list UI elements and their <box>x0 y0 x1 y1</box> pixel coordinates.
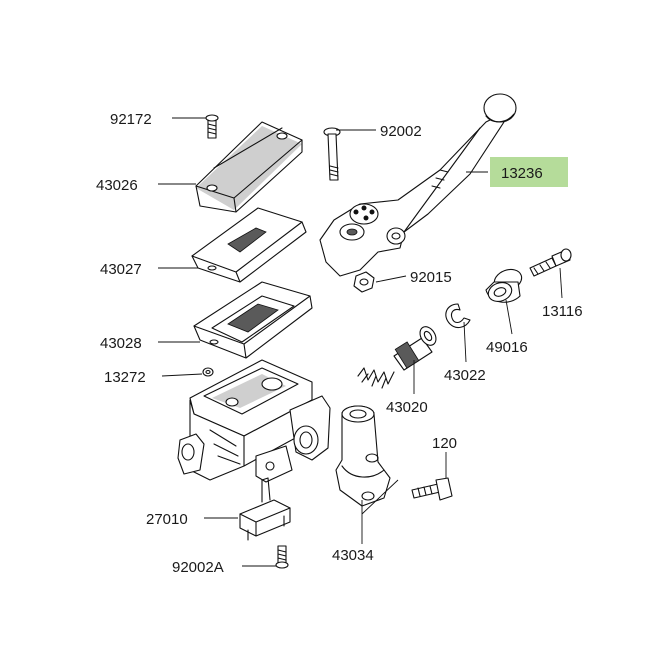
brake-lever <box>319 93 517 277</box>
reservoir-plate <box>191 207 307 283</box>
diaphragm <box>193 281 313 359</box>
lever-nut <box>353 271 375 293</box>
grommet <box>202 367 214 377</box>
brake-light-switch <box>239 477 291 541</box>
label-13236[interactable]: 13236 <box>501 165 543 182</box>
label-49016[interactable]: 49016 <box>486 339 528 356</box>
label-43022[interactable]: 43022 <box>444 367 486 384</box>
label-92002A[interactable]: 92002A <box>172 559 224 576</box>
dust-boot <box>485 268 523 303</box>
cap-screw <box>205 114 219 139</box>
label-92015[interactable]: 92015 <box>410 269 452 286</box>
lever-screw <box>323 127 341 181</box>
piston-assembly <box>357 326 437 389</box>
leader-lines <box>158 117 563 567</box>
highlight-box-13236 <box>490 157 568 187</box>
clamp-bolt <box>411 477 453 501</box>
label-43034[interactable]: 43034 <box>332 547 374 564</box>
label-120[interactable]: 120 <box>432 435 457 452</box>
label-13116[interactable]: 13116 <box>542 303 583 320</box>
circlip <box>445 303 471 329</box>
pivot-bolt <box>529 248 572 277</box>
label-43027[interactable]: 43027 <box>100 261 142 278</box>
label-43026[interactable]: 43026 <box>96 177 138 194</box>
label-43028[interactable]: 43028 <box>100 335 142 352</box>
label-43020[interactable]: 43020 <box>386 399 428 416</box>
label-92172[interactable]: 92172 <box>110 111 152 128</box>
master-cylinder-body <box>177 359 331 483</box>
reservoir-cap <box>195 121 303 213</box>
label-13272[interactable]: 13272 <box>104 369 146 386</box>
switch-screw <box>275 545 289 569</box>
handlebar-clamp <box>335 405 391 507</box>
label-27010[interactable]: 27010 <box>146 511 188 528</box>
label-92002[interactable]: 92002 <box>380 123 422 140</box>
